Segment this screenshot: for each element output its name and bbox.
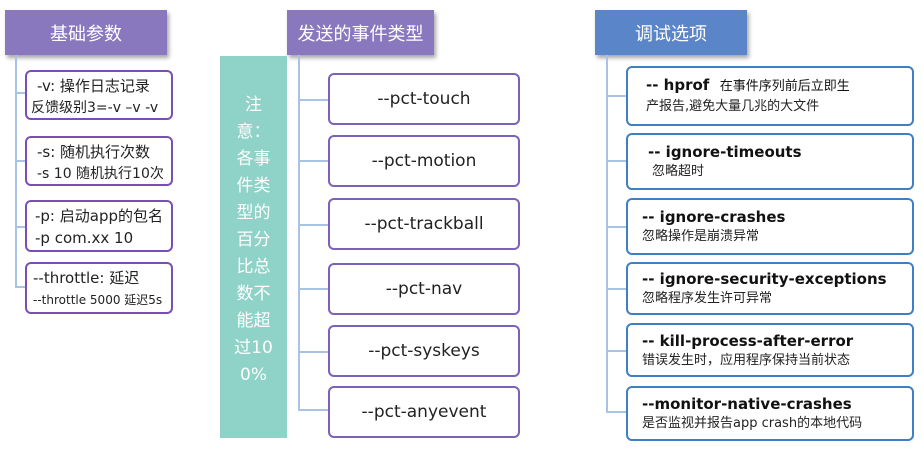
param-s-desc: -s 10 随机执行10次: [37, 166, 164, 182]
debug-branch-2: [606, 160, 626, 162]
param-p-name: -p: 启动app的包名: [35, 207, 163, 225]
basic-params-trunk: [15, 55, 17, 287]
basic-params-branch-2: [15, 160, 25, 162]
basic-params-branch-1: [15, 92, 25, 94]
debug-ignore-crashes-name: -- ignore-crashes: [642, 208, 786, 226]
event-types-header: 发送的事件类型: [287, 10, 434, 55]
param-box-v: -v: 操作日志记录 反馈级别3=-v –v -v: [25, 70, 173, 120]
basic-params-branch-3: [15, 226, 25, 228]
debug-hprof-desc: 在事件序列前后立即生: [719, 79, 850, 94]
event-branch-3: [298, 224, 328, 226]
event-branch-1: [298, 99, 328, 101]
param-v-name: -v: 操作日志记录: [37, 77, 150, 95]
basic-params-title: 基础参数: [50, 23, 122, 45]
event-touch-label: --pct-touch: [377, 89, 471, 109]
debug-kill-process-name: -- kill-process-after-error: [642, 332, 854, 350]
event-nav-label: --pct-nav: [385, 279, 463, 299]
event-motion-label: --pct-motion: [371, 151, 477, 171]
debug-trunk: [606, 55, 608, 413]
debug-hprof-detail: 产报告,避免大量几兆的大文件: [646, 99, 820, 114]
event-branch-2: [298, 160, 328, 162]
debug-branch-3: [606, 226, 626, 228]
event-types-title: 发送的事件类型: [297, 23, 424, 45]
event-box-syskeys: --pct-syskeys: [328, 325, 520, 377]
debug-branch-1: [606, 95, 626, 97]
basic-params-header: 基础参数: [5, 10, 167, 55]
event-branch-5: [298, 351, 328, 353]
event-types-trunk: [298, 55, 300, 410]
debug-options-header: 调试选项: [595, 10, 747, 55]
event-percent-note: 注意：各事件类型的百分比总数不能超过100%: [220, 56, 287, 438]
param-s-name: -s: 随机执行次数: [37, 143, 151, 161]
param-p-desc: -p com.xx 10: [35, 229, 134, 247]
debug-box-kill-process: -- kill-process-after-error 错误发生时，应用程序保持…: [626, 323, 914, 377]
debug-ignore-security-detail: 忽略程序发生许可异常: [642, 291, 773, 306]
debug-branch-6: [606, 411, 626, 413]
debug-hprof-name: -- hprof: [646, 76, 710, 94]
event-trackball-label: --pct-trackball: [364, 214, 484, 234]
event-branch-6: [298, 409, 328, 411]
debug-box-ignore-security: -- ignore-security-exceptions 忽略程序发生许可异常: [626, 262, 914, 315]
param-box-p: -p: 启动app的包名 -p com.xx 10: [25, 200, 173, 252]
debug-monitor-native-name: --monitor-native-crashes: [642, 395, 852, 413]
event-syskeys-label: --pct-syskeys: [368, 341, 480, 361]
event-branch-4: [298, 288, 328, 290]
debug-ignore-crashes-detail: 忽略操作是崩溃异常: [642, 229, 760, 244]
debug-box-monitor-native: --monitor-native-crashes 是否监视并报告app cras…: [626, 386, 914, 441]
param-box-throttle: --throttle: 延迟 --throttle 5000 延迟5s: [25, 262, 173, 314]
debug-branch-4: [606, 288, 626, 290]
debug-branch-5: [606, 350, 626, 352]
debug-box-ignore-timeouts: -- ignore-timeouts 忽略超时: [626, 133, 914, 190]
debug-ignore-timeouts-name: -- ignore-timeouts: [648, 143, 802, 161]
event-anyevent-label: --pct-anyevent: [361, 402, 487, 422]
param-throttle-name: --throttle: 延迟: [33, 269, 140, 287]
debug-ignore-timeouts-detail: 忽略超时: [652, 164, 705, 179]
event-box-anyevent: --pct-anyevent: [328, 386, 520, 438]
debug-box-hprof: -- hprof 在事件序列前后立即生 产报告,避免大量几兆的大文件: [626, 66, 914, 126]
event-percent-note-text: 注意：各事件类型的百分比总数不能超过100%: [234, 95, 273, 385]
debug-monitor-native-detail: 是否监视并报告app crash的本地代码: [642, 416, 863, 431]
debug-ignore-security-name: -- ignore-security-exceptions: [642, 270, 887, 288]
event-box-motion: --pct-motion: [328, 135, 520, 187]
debug-box-ignore-crashes: -- ignore-crashes 忽略操作是崩溃异常: [626, 198, 914, 255]
param-throttle-desc: --throttle 5000 延迟5s: [33, 293, 163, 307]
event-box-trackball: --pct-trackball: [328, 198, 520, 250]
param-box-s: -s: 随机执行次数 -s 10 随机执行10次: [25, 136, 173, 186]
debug-kill-process-detail: 错误发生时，应用程序保持当前状态: [642, 353, 851, 368]
debug-options-title: 调试选项: [635, 23, 707, 45]
event-box-touch: --pct-touch: [328, 73, 520, 125]
basic-params-branch-4: [15, 286, 25, 288]
event-box-nav: --pct-nav: [328, 263, 520, 315]
param-v-desc: 反馈级别3=-v –v -v: [31, 100, 159, 116]
